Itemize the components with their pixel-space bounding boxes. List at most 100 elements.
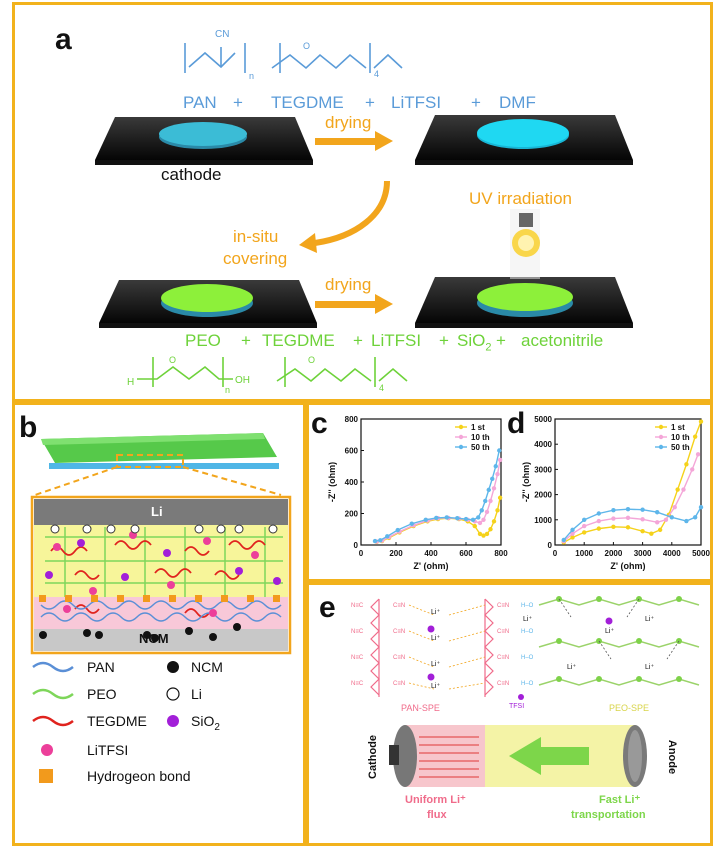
data-point (395, 527, 400, 533)
data-point (625, 507, 631, 512)
reagent-dmf: DMF (499, 93, 536, 112)
data-point (640, 528, 645, 534)
data-point (570, 531, 575, 536)
tegdme-structure: O 4 (271, 41, 403, 79)
panel-e-label: e (319, 591, 336, 624)
insitu-line1: in-situ (233, 227, 279, 246)
fast-transport-line1: Fast Li⁺ (599, 794, 641, 806)
li-ion-1: Li⁺ (431, 609, 441, 616)
data-point (497, 448, 502, 453)
legend-marker (658, 434, 664, 440)
tfsi-label: TFSI (509, 703, 525, 710)
data-point (596, 511, 601, 516)
data-point (479, 508, 484, 513)
data-point (669, 515, 674, 520)
data-point (491, 486, 497, 491)
y-tick-label: 0 (548, 541, 553, 550)
panel-b-label: b (19, 411, 38, 444)
legend-pan: PAN (87, 659, 115, 675)
legend-label: 10 th (471, 433, 490, 442)
csn-label-3: C≡N (393, 655, 405, 661)
li-ion-5: Li⁺ (523, 616, 533, 623)
oh-text: OH (235, 375, 250, 386)
data-point (477, 520, 483, 526)
data-point (488, 498, 493, 504)
data-point (675, 487, 680, 492)
x-tick-label: 4000 (663, 549, 681, 558)
reagent-tegdme-2: TEGDME (262, 331, 335, 350)
series-line (563, 506, 702, 541)
panel-e: e N≡C N≡C N≡C N≡C C≡N C≡N C≡N C≡N C≡N C≡… (306, 582, 713, 846)
legend-ncm: NCM (191, 659, 223, 675)
data-point (570, 535, 575, 540)
panel-a: a CN n O 4 PAN + TEGDME + LiTFSI + DMF (12, 2, 713, 402)
data-point (497, 457, 503, 463)
legend-marker (458, 424, 464, 430)
data-point (684, 518, 689, 524)
data-point (655, 520, 660, 525)
li-ion-3: Li⁺ (431, 661, 441, 668)
y-axis-label: -Z'' (ohm) (521, 462, 531, 502)
reagent-acetonitrile: acetonitrile (521, 331, 604, 350)
legend-marker (658, 424, 664, 430)
reagent-sio2: SiO2 (457, 331, 492, 354)
data-point (444, 515, 449, 520)
legend-swatches (32, 661, 180, 783)
legend-label: 1 st (471, 423, 485, 432)
x-tick-label: 200 (389, 549, 403, 558)
data-point (486, 487, 491, 493)
cn-text: CN (215, 29, 229, 40)
interaction-schematic: N≡C N≡C N≡C N≡C C≡N C≡N C≡N C≡N C≡N C≡N … (351, 596, 700, 787)
cathode-vertical-label: Cathode (367, 735, 379, 779)
legend-marker (458, 444, 464, 450)
x-tick-label: 400 (424, 549, 438, 558)
data-point (640, 507, 645, 512)
pan-spe-label: PAN-SPE (401, 703, 440, 713)
legend-label: 1 st (671, 423, 685, 432)
y-tick-label: 2000 (534, 491, 552, 500)
nc-label-1: N≡C (351, 603, 364, 609)
data-point (611, 508, 616, 513)
tegdme-structure-2: O 4 (276, 355, 408, 393)
data-point (681, 487, 686, 492)
ho-label-1: H–O (521, 603, 534, 609)
data-point (434, 515, 439, 521)
platform-2 (415, 115, 633, 165)
peo-structure: H O n OH (127, 355, 250, 395)
data-point (495, 508, 500, 513)
legend-sio2: SiO2 (191, 713, 220, 733)
data-point (649, 531, 654, 536)
x-tick-label: 1000 (575, 549, 593, 558)
nc-label-4: N≡C (351, 681, 364, 687)
drying-label-1: drying (325, 113, 372, 132)
data-point (625, 515, 631, 520)
li-ion-2: Li⁺ (431, 635, 441, 642)
y-tick-label: 3000 (534, 465, 552, 474)
data-point (378, 538, 383, 543)
csn-label-8: C≡N (497, 681, 509, 687)
data-point (698, 505, 704, 510)
battery-cylinder (389, 725, 647, 787)
x-tick-label: 0 (553, 549, 558, 558)
li-ion-7: Li⁺ (645, 616, 655, 623)
arrow-drying-1 (315, 131, 393, 151)
legend-peo: PEO (87, 686, 117, 702)
data-point (490, 476, 495, 482)
data-point (493, 464, 498, 469)
data-point (690, 467, 695, 472)
series-line (376, 459, 501, 543)
li-layer-label: Li (151, 504, 163, 519)
reagent-plus-4: + (241, 331, 251, 350)
y-tick-label: 0 (354, 541, 359, 550)
data-point (481, 533, 486, 538)
y-axis-label: -Z'' (ohm) (327, 462, 337, 502)
reagent-pan: PAN (183, 93, 217, 112)
data-point (491, 519, 497, 524)
data-point (484, 531, 490, 537)
insitu-line2: covering (223, 249, 288, 268)
legend-label: 10 th (671, 433, 690, 442)
o-text-1: O (303, 41, 310, 51)
reagent-plus-2: + (365, 93, 375, 112)
o-text-3: O (308, 355, 315, 365)
